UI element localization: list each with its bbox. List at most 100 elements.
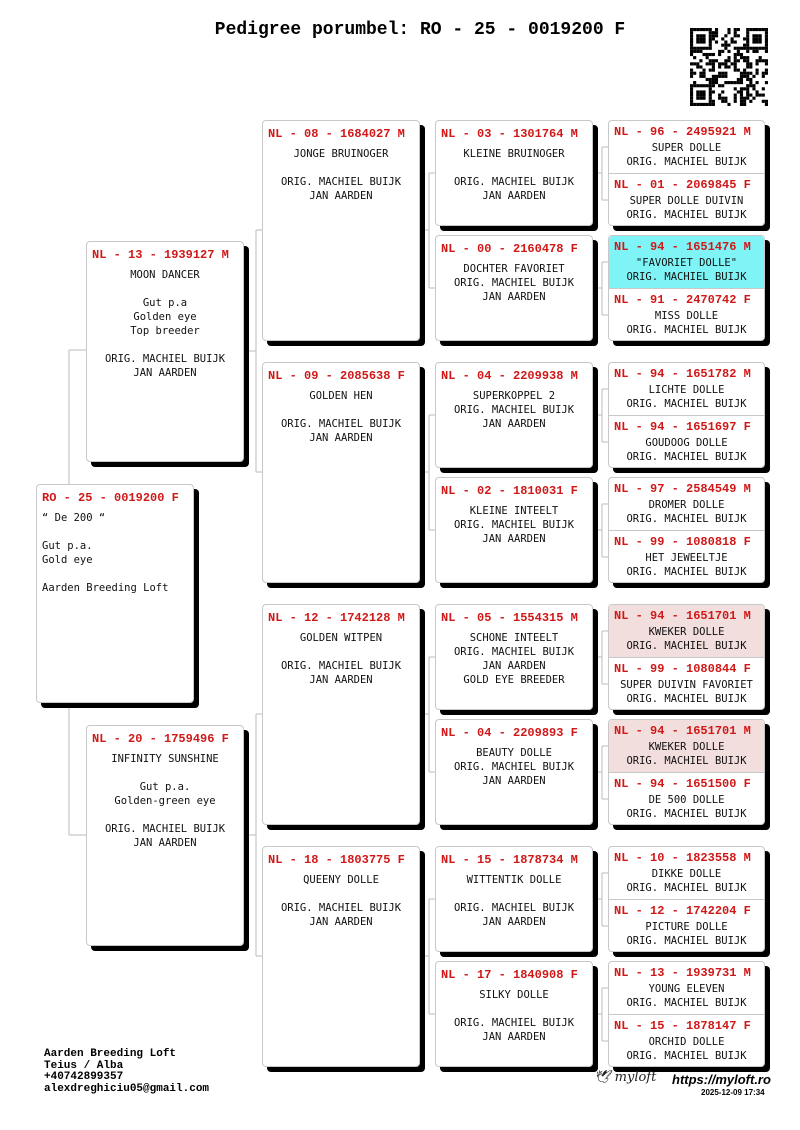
- gg-grandparent-entry[interactable]: NL - 97 - 2584549 M DROMER DOLLE ORIG. MAC…: [609, 478, 764, 530]
- detail-line: [263, 161, 419, 175]
- breeder-location: Teius / Alba: [44, 1059, 124, 1072]
- ring-number: NL - 15 - 1878147 F: [614, 1019, 751, 1033]
- detail-line: [436, 1002, 592, 1016]
- detail-line: ORIG. MACHIEL BUIJK: [626, 1050, 747, 1062]
- brand-name: myloft: [614, 1070, 657, 1085]
- detail-line: ORIG. MACHIEL BUIJK: [280, 660, 402, 672]
- subject-card[interactable]: RO - 25 - 0019200 F“ De 200 “Gut p.a.Gol…: [36, 484, 194, 703]
- ring-number: NL - 97 - 2584549 M: [614, 482, 751, 496]
- detail-line: MISS DOLLE: [654, 310, 719, 322]
- detail-line: ORIG. MACHIEL BUIJK: [626, 451, 747, 463]
- detail-line: ORIG. MACHIEL BUIJK: [453, 176, 575, 188]
- ring-number: NL - 04 - 2209893 F: [441, 726, 578, 740]
- myloft-link[interactable]: https://myloft.ro: [672, 1072, 771, 1087]
- detail-line: DOCHTER FAVORIET: [463, 263, 565, 275]
- detail-line: GOUDOOG DOLLE: [645, 437, 728, 449]
- detail-line: SILKY DOLLE: [479, 989, 549, 1001]
- detail-line: [263, 403, 419, 417]
- breeder-loft-name: Aarden Breeding Loft: [44, 1048, 177, 1060]
- page-title: Pedigree porumbel: RO - 25 - 0019200 F: [214, 20, 626, 40]
- detail-line: [87, 282, 243, 296]
- detail-line: KWEKER DOLLE: [648, 741, 725, 753]
- ring-number: NL - 94 - 1651701 M: [614, 609, 751, 623]
- detail-line: JAN AARDEN: [482, 775, 546, 787]
- ring-number: NL - 94 - 1651782 M: [614, 367, 751, 381]
- detail-line: WITTENTIK DOLLE: [466, 874, 562, 886]
- detail-line: ORIG. MACHIEL BUIJK: [453, 902, 575, 914]
- ring-number: NL - 99 - 1080844 F: [614, 662, 751, 676]
- ring-number: RO - 25 - 0019200 F: [42, 491, 179, 505]
- pigeon-details: "FAVORIET DOLLE"ORIG. MACHIEL BUIJK: [609, 254, 764, 284]
- ring-number: NL - 94 - 1651701 M: [614, 724, 751, 738]
- detail-line: ORIG. MACHIEL BUIJK: [626, 513, 747, 525]
- detail-line: ORIG. MACHIEL BUIJK: [626, 209, 747, 221]
- qr-code-icon: [690, 28, 768, 106]
- great-great-grandparents-pair: NL - 94 - 1651476 M"FAVORIET DOLLE"ORIG.…: [608, 235, 765, 341]
- detail-line: [87, 766, 243, 780]
- detail-line: ORIG. MACHIEL BUIJK: [453, 404, 575, 416]
- detail-line: [436, 161, 592, 175]
- detail-line: JAN AARDEN: [482, 418, 546, 430]
- ring-number: NL - 17 - 1840908 F: [441, 968, 578, 982]
- detail-line: [263, 645, 419, 659]
- ring-number: NL - 13 - 1939731 M: [614, 966, 751, 980]
- detail-line: [263, 887, 419, 901]
- detail-line: KLEINE INTEELT: [469, 505, 559, 517]
- ring-number: NL - 20 - 1759496 F: [92, 732, 229, 746]
- detail-line: DROMER DOLLE: [648, 499, 725, 511]
- ring-number: NL - 99 - 1080818 F: [614, 535, 751, 549]
- detail-line: HET JEWEELTJE: [645, 552, 728, 564]
- detail-line: [87, 338, 243, 352]
- detail-line: ORIG. MACHIEL BUIJK: [280, 418, 402, 430]
- detail-line: SUPER DOLLE: [651, 142, 722, 154]
- ring-number: NL - 04 - 2209938 M: [441, 369, 578, 383]
- detail-line: JAN AARDEN: [482, 660, 546, 672]
- detail-line: DE 500 DOLLE: [648, 794, 725, 806]
- detail-line: JAN AARDEN: [309, 674, 373, 686]
- detail-line: ORIG. MACHIEL BUIJK: [626, 398, 747, 410]
- detail-line: ORIG. MACHIEL BUIJK: [626, 271, 747, 283]
- gg-grandparent-entry[interactable]: NL - 94 - 1651476 M"FAVORIET DOLLE"ORIG.…: [609, 236, 764, 288]
- detail-line: KLEINE BRUINOGER: [463, 148, 565, 160]
